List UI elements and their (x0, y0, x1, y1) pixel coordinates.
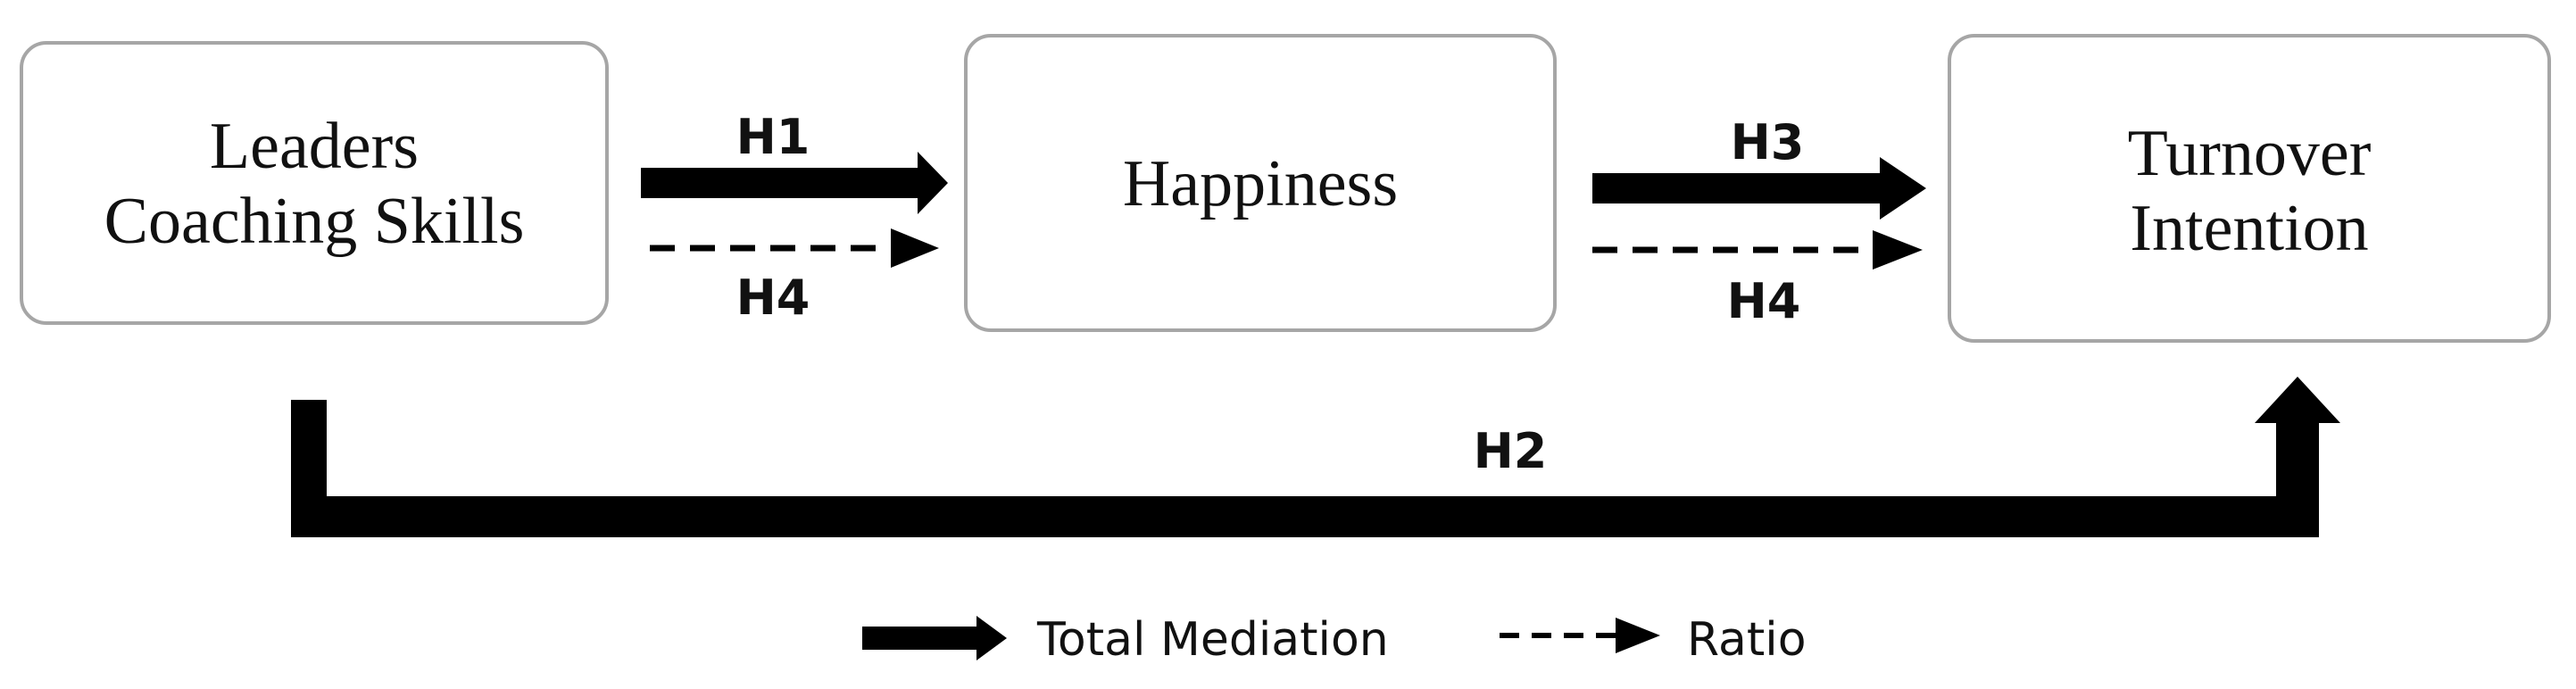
h1-arrow-shaft (641, 168, 921, 198)
h4-right-dashed-arrow (1592, 230, 1923, 270)
h3-arrow (1592, 157, 1926, 220)
h1-label: H1 (736, 109, 810, 165)
mediator-label: Happiness (1123, 147, 1398, 220)
outcome-label-line-2: Intention (2130, 192, 2368, 265)
h3-label: H3 (1731, 114, 1805, 170)
h3-arrow-head (1880, 157, 1926, 220)
mediator-box: Happiness (964, 34, 1557, 332)
predictor-box-frame (20, 41, 609, 325)
legend-solid-shaft (862, 627, 978, 650)
predictor-label-line-2: Coaching Skills (104, 185, 525, 258)
predictor-box: Leaders Coaching Skills (20, 41, 609, 325)
h4-left-label: H4 (736, 270, 810, 326)
h1-arrow-head (918, 152, 948, 214)
h2-label: H2 (1474, 423, 1548, 479)
legend-dashed-arrow (1500, 618, 1660, 653)
legend-solid-head (976, 616, 1007, 660)
outcome-label-line-1: Turnover (2128, 117, 2372, 190)
h2-direct-path-arrow (291, 377, 2340, 537)
h4-right-label: H4 (1727, 273, 1801, 329)
h2-left-riser (291, 400, 327, 505)
predictor-label-line-1: Leaders (210, 110, 419, 183)
h4-left-dashed-arrow (650, 228, 939, 268)
outcome-box: Turnover Intention (1948, 34, 2551, 343)
h4-right-arrow-head (1873, 230, 1923, 270)
legend-dashed-head (1616, 618, 1660, 653)
h4-left-arrow-head (891, 228, 939, 268)
legend-ratio-label: Ratio (1687, 613, 1807, 667)
mediator-box-frame (964, 34, 1557, 332)
h1-arrow (641, 152, 948, 214)
h3-arrow-shaft (1592, 173, 1883, 203)
legend-total-mediation-label: Total Mediation (1036, 613, 1389, 667)
h2-bottom-bar (291, 496, 2319, 537)
h2-arrow-head (2255, 377, 2340, 423)
legend-solid-arrow (862, 616, 1007, 660)
h2-right-riser (2276, 419, 2319, 537)
outcome-box-frame (1948, 34, 2551, 343)
legend: Total Mediation Ratio (862, 613, 1807, 667)
